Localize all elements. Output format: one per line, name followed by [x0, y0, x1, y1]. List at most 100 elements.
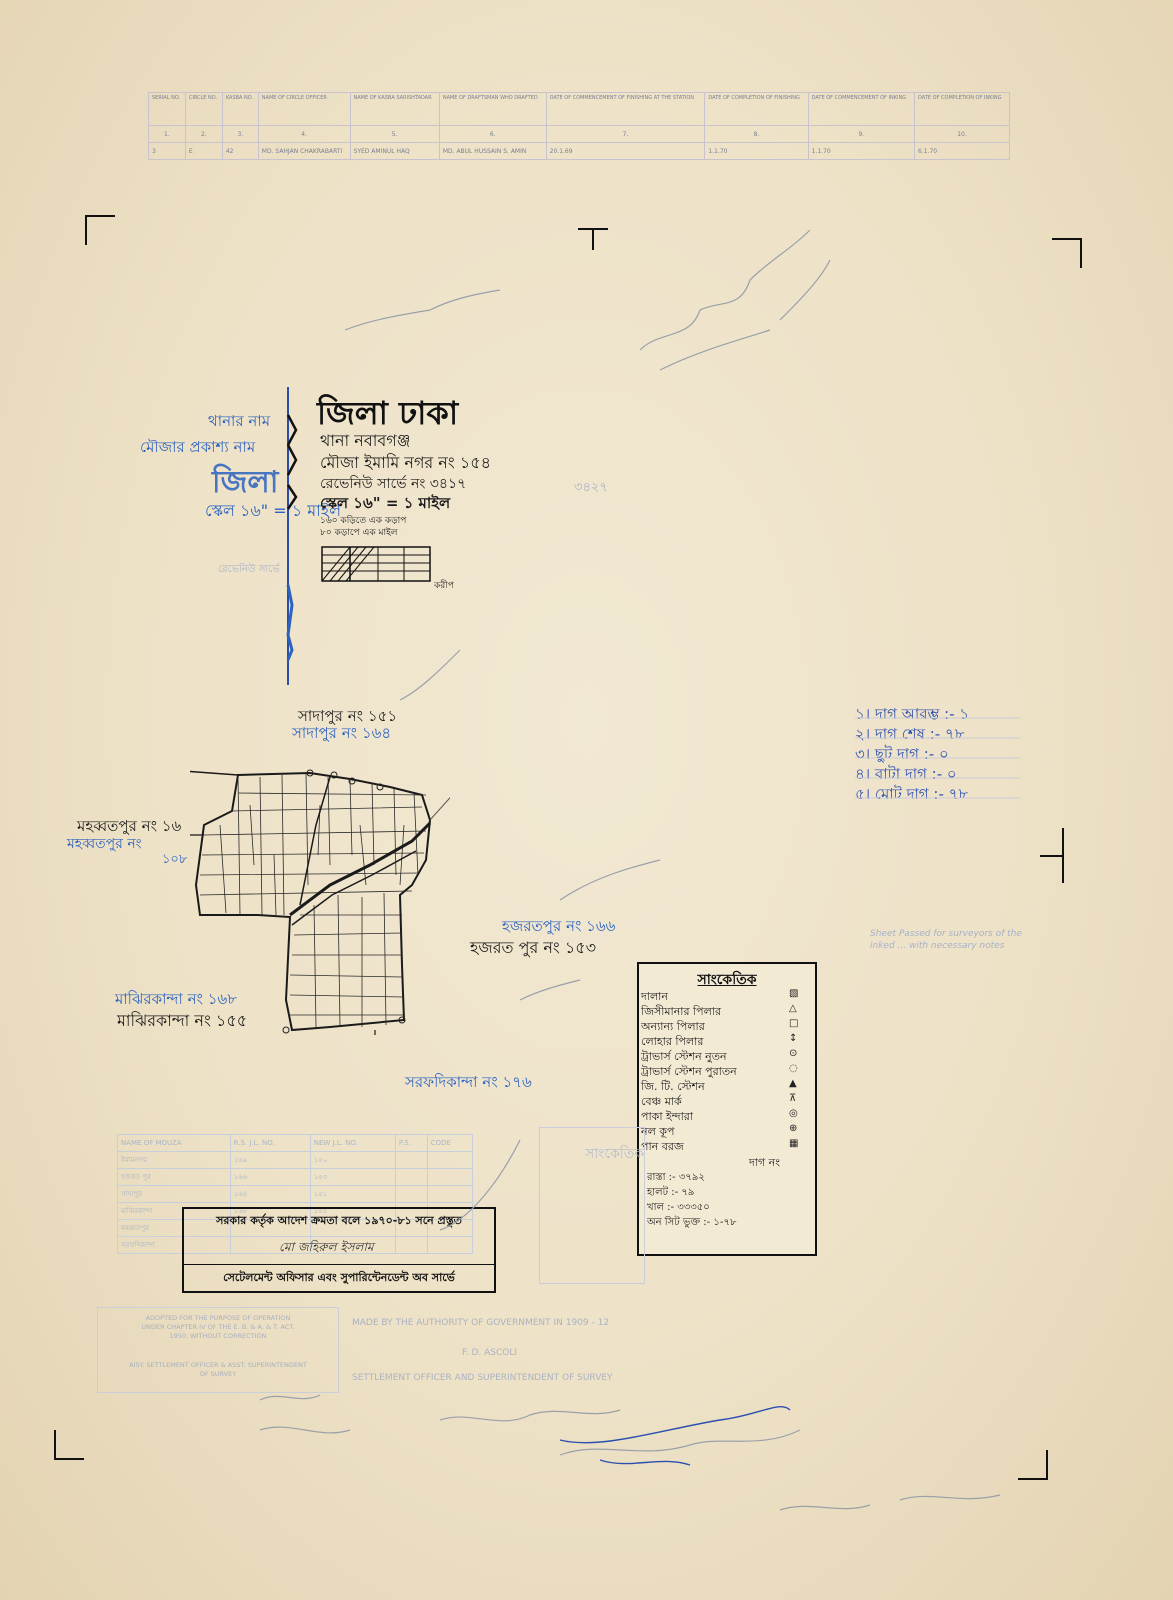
made-by-line: MADE BY THE AUTHORITY OF GOVERNMENT IN 1…	[352, 1318, 610, 1328]
header-col: DATE OF COMMENCEMENT OF INKING	[807, 92, 916, 126]
legend-row: জিসীমানার পিলার	[641, 1005, 722, 1018]
legend-box: সাংকেতিক দালান জিসীমানার পিলার অন্যান্য …	[637, 962, 817, 1256]
legend-title: সাংকেতিক	[697, 972, 757, 988]
faint-legend-title: সাংকেতিক	[585, 1146, 645, 1162]
header-cell: 6.1.70	[914, 142, 1010, 160]
neighbor-west-new: মহব্বতপুর নং ১৬	[77, 817, 182, 835]
adopted-line: OF SURVEY	[199, 1370, 237, 1378]
cadastral-map	[190, 769, 450, 1035]
legend-row: লোহার পিলার	[641, 1035, 704, 1048]
old-mouza-label: মৌজার প্রকাশ্য নাম	[140, 438, 256, 456]
scale-unit: করীপ	[434, 581, 454, 591]
old-mouza-table: NAME OF MOUZA R.S. J.L. NO. NEW J.L. NO.…	[117, 1134, 474, 1254]
right-annotation: Sheet Passed for surveyors of the inked …	[870, 929, 1022, 951]
neighbor-west-old: মহব্বতপুর নং	[67, 836, 142, 852]
header-table-row: 3 E 42 MD. SAHJAN CHAKRABARTI SYED AMINU…	[148, 142, 1010, 160]
traverse-station-new-icon: ⊙	[789, 1048, 798, 1059]
mouza-line: মৌজা ইমামি নগর নং ১৫৪	[320, 453, 491, 472]
traverse-station-old-icon: ◌	[789, 1063, 798, 1074]
neighbor-southwest-new: মাঝিরকান্দা নং ১৫৫	[117, 1011, 248, 1030]
scale-bar	[321, 546, 431, 582]
neighbor-south: সরফদিকান্দা নং ১৭৬	[405, 1073, 532, 1091]
district-title: জিলা ঢাকা	[317, 394, 459, 432]
tubewell-icon: ⊕	[789, 1123, 798, 1134]
officer-signature: মো জহিরুল ইসলাম	[279, 1240, 374, 1254]
header-col: KASBA NO.	[221, 92, 259, 126]
legend-row: ট্রাভার্স স্টেশন নুতন	[641, 1050, 727, 1063]
header-cell: MD. ABUL HUSSAIN S. AMIN	[438, 142, 547, 160]
canal	[299, 776, 331, 906]
legend-row: নল কূপ	[641, 1125, 675, 1138]
neighbor-north-old: সাদাপুর নং ১৬৪	[292, 724, 392, 742]
gt-station-icon: ▲	[789, 1078, 797, 1089]
ghost-number: ৩৪২৭	[574, 480, 608, 495]
header-cell: E	[184, 142, 223, 160]
faint-legend-box: সাংকেতিক	[539, 1127, 645, 1284]
title-bracket	[286, 387, 298, 685]
legend-footnote: হালট :- ৭৯	[647, 1187, 695, 1198]
adopted-box: ADOPTED FOR THE PURPOSE OF OPERATION UND…	[97, 1307, 339, 1393]
neighbor-north-new: সাদাপুর নং ১৫১	[298, 707, 398, 725]
header-col: DATE OF COMMENCEMENT OF FINISHING AT THE…	[545, 92, 706, 126]
iron-pillar-icon: ↕	[789, 1033, 798, 1044]
betel-garden-icon: ▦	[789, 1138, 799, 1149]
crop-mark-bottom-right	[1018, 1450, 1048, 1480]
adopted-line: AISY. SETTLEMENT OFFICER & ASST. SUPERIN…	[129, 1361, 307, 1369]
legend-footnote: রাস্তা :- ৩৭৯২	[647, 1172, 705, 1183]
tick-top-center	[592, 228, 594, 250]
legend-row: জি. টি. স্টেশন	[641, 1080, 705, 1093]
neighbor-east-new: হজরত পুর নং ১৫৩	[470, 938, 597, 957]
table-row: সরফদিকান্দা	[117, 1236, 474, 1254]
tick-top-center-bar	[578, 228, 608, 230]
legend-dag-label: দাগ নং	[749, 1156, 780, 1169]
header-table-columns: SERIAL NO. CIRCLE NO. KASBA NO. NAME OF …	[148, 92, 1010, 126]
neighbor-southwest-old: মাঝিরকান্দা নং ১৬৮	[115, 990, 237, 1008]
old-scale-label: স্কেল ১৬" = ১ মাইল	[205, 501, 341, 520]
legend-row: ট্রাভার্স স্টেশন পুরাতন	[641, 1065, 737, 1078]
neighbor-east-old: হজরতপুর নং ১৬৬	[502, 917, 616, 935]
well-icon: ◎	[789, 1108, 798, 1119]
header-cell: SYED AMINUL HAQ	[349, 142, 440, 160]
header-cell: 1.1.70	[704, 142, 809, 160]
road	[289, 821, 432, 917]
stats-rules	[855, 717, 1020, 799]
crop-mark-bottom-left	[54, 1430, 84, 1460]
header-cell: 1.1.70	[807, 142, 916, 160]
old-revenue-label: রেভেনিউ সার্ভে	[218, 564, 280, 575]
crop-mark-top-left	[85, 215, 115, 245]
adopted-line: ADOPTED FOR THE PURPOSE OF OPERATION	[145, 1314, 291, 1322]
thana-line: থানা নবাবগঞ্জ	[320, 431, 411, 450]
officer-title: সেটেলমেন্ট অফিসার এবং সুপারিন্টেনডেন্ট অ…	[184, 1264, 494, 1288]
table-row: মহব্বতপুর	[117, 1219, 474, 1237]
legend-row: দালান	[641, 990, 668, 1003]
header-col: CIRCLE NO.	[184, 92, 223, 126]
header-col: DATE OF COMPLETION OF FINISHING	[704, 92, 809, 126]
tick-right-middle-bar	[1040, 855, 1064, 857]
legend-row: পাকা ইন্দারা	[641, 1110, 694, 1123]
boundary-pillar-icon: △	[789, 1003, 797, 1014]
mouza-boundary	[194, 771, 432, 1032]
settlement-line: SETTLEMENT OFFICER AND SUPERINTENDENT OF…	[352, 1373, 613, 1383]
legend-footnote: খাল :- ৩৩৩৫০	[647, 1202, 710, 1213]
header-col: NAME OF KASBA SARISHTADAR	[349, 92, 440, 126]
preparation-box: সরকার কর্তৃক আদেশ ক্রমতা বলে ১৯৭০-৮১ সনে…	[182, 1207, 496, 1293]
bench-mark-icon: ⊼	[789, 1093, 797, 1104]
revenue-survey-line: রেভেনিউ সার্ভে নং ৩৪১৭	[320, 476, 467, 492]
adopted-line: 1950, WITHOUT CORRECTION	[169, 1332, 267, 1340]
neighbor-west-old-num: ১০৮	[162, 852, 188, 867]
legend-row: বেঞ্চ মার্ক	[641, 1095, 682, 1108]
crop-mark-top-right	[1052, 238, 1082, 268]
prepared-line: সরকার কর্তৃক আদেশ ক্রমতা বলে ১৯৭০-৮১ সনে…	[216, 1214, 462, 1227]
legend-row: অন্যান্য পিলার	[641, 1020, 705, 1033]
header-col: NAME OF CIRCLE OFFICER	[257, 92, 351, 126]
old-thana-label: থানার নাম	[208, 412, 271, 430]
scale-note-2: ৮০ কড়াপে এক মাইল	[320, 528, 398, 538]
scale-line: স্কেল ১৬" = ১ মাইল	[320, 494, 451, 512]
officer-name: F. D. ASCOLI	[462, 1348, 518, 1358]
old-district-label: জিলা	[212, 465, 279, 500]
header-table-numbers: 1. 2. 3. 4. 5. 6. 7. 8. 9. 10.	[148, 125, 1010, 143]
